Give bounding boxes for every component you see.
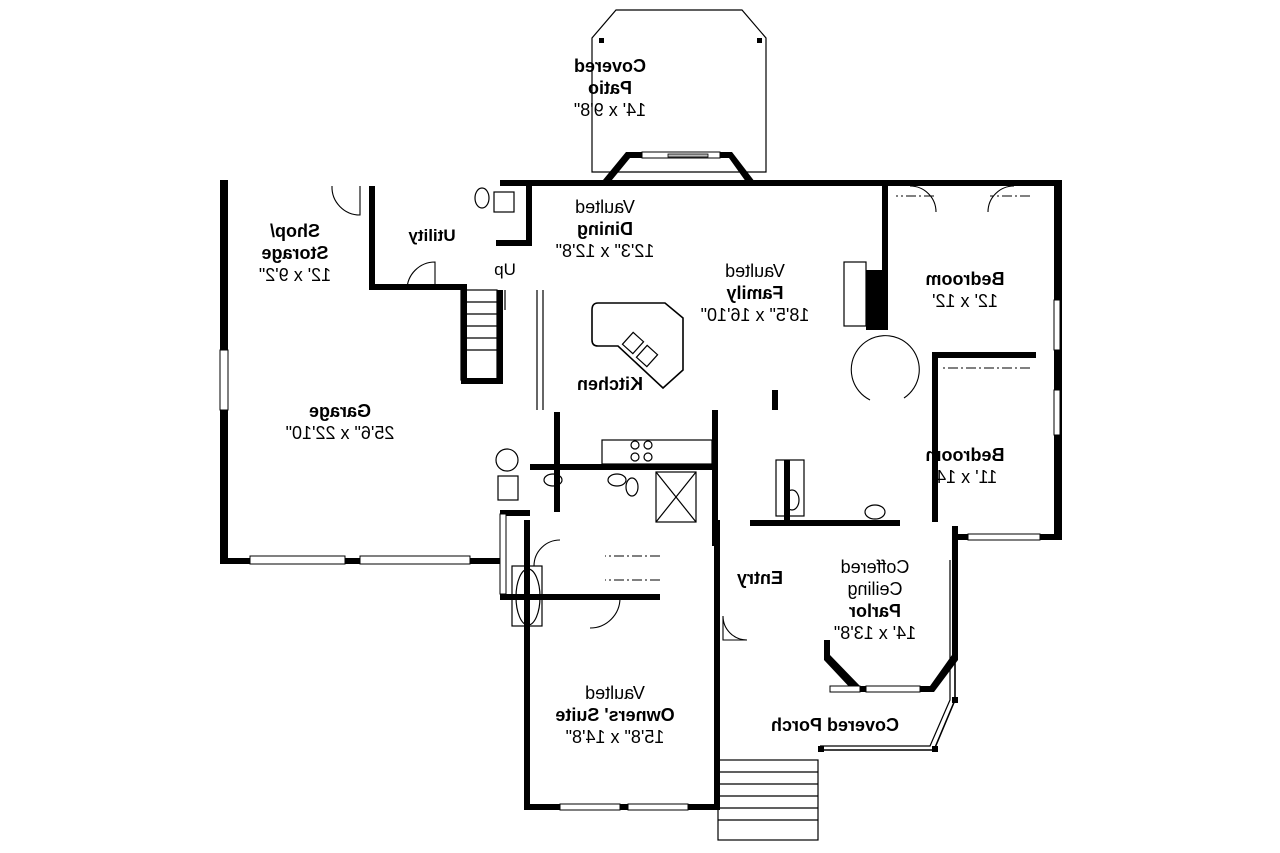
room-name: Covered (573, 56, 647, 76)
room-name: Family (726, 283, 784, 303)
covered-porch-outline (717, 560, 958, 841)
stairs-label: Up (494, 260, 516, 279)
room-dimensions: 15'8" x 14'8" (565, 727, 665, 747)
room-dimensions: 18'5" x 16'10" (700, 305, 810, 325)
room-dimensions: 14' x 13'8" (833, 623, 917, 643)
room-name: Patio (588, 78, 633, 98)
room-dimensions: 12'3" x 12'8" (555, 241, 655, 261)
room-name: Storage (261, 243, 329, 263)
stairs (460, 289, 506, 381)
label-family: Vaulted Family 18'5" x 16'10" (680, 260, 830, 326)
label-utility: Utility (392, 226, 472, 246)
room-name: Dining (577, 219, 633, 239)
kitchen-island (591, 302, 684, 390)
room-name: Owners' Suite (555, 705, 675, 725)
closet-rods (605, 195, 1030, 581)
room-dimensions: 11' x 14' (932, 467, 998, 487)
room-name: Bedroom (925, 269, 1005, 289)
room-qualifier: Coffered (840, 557, 910, 577)
room-qualifier: Vaulted (575, 197, 635, 217)
room-qualifier: Vaulted (585, 683, 645, 703)
label-bedroom-1: Bedroom 12' x 12' (905, 268, 1025, 312)
doors (331, 185, 1015, 641)
label-parlor: Coffered Ceiling Parlor 14' x 13'8" (805, 556, 945, 644)
label-shop-storage: Shop/ Storage 12' x 9'2" (240, 220, 350, 286)
room-dimensions: 12' x 12' (932, 291, 998, 311)
room-name: Shop/ (270, 221, 320, 241)
label-owners-suite: Vaulted Owners' Suite 15'8" x 14'8" (530, 682, 700, 748)
label-entry: Entry (720, 568, 800, 589)
room-name: Kitchen (577, 374, 644, 394)
dining-bay-walls (575, 151, 755, 186)
label-covered-patio: Covered Patio 14' x 9'8" (540, 55, 680, 121)
label-bedroom-2: Bedroom 11' x 14' (905, 444, 1025, 488)
label-stairs-up: Up (485, 260, 525, 280)
room-name: Entry (737, 568, 784, 588)
room-name: Covered Porch (770, 715, 900, 735)
covered-patio (591, 9, 767, 173)
label-garage: Garage 25'6" x 22'10" (280, 400, 400, 444)
label-covered-porch: Covered Porch (745, 715, 925, 736)
room-name: Bedroom (925, 445, 1005, 465)
label-dining: Vaulted Dining 12'3" x 12'8" (540, 196, 670, 262)
room-dimensions: 12' x 9'2" (258, 265, 332, 285)
room-name: Garage (308, 401, 372, 421)
counters (536, 290, 713, 465)
label-kitchen: Kitchen (560, 374, 660, 395)
room-dimensions: 25'6" x 22'10" (285, 423, 395, 443)
walls (219, 180, 1062, 811)
room-qualifier: Vaulted (725, 261, 785, 281)
room-dimensions: 14' x 9'8" (573, 100, 647, 120)
room-qualifier: Ceiling (847, 579, 903, 599)
bath-fixtures (474, 187, 886, 627)
room-name: Parlor (848, 601, 902, 621)
room-name: Utility (408, 226, 456, 245)
